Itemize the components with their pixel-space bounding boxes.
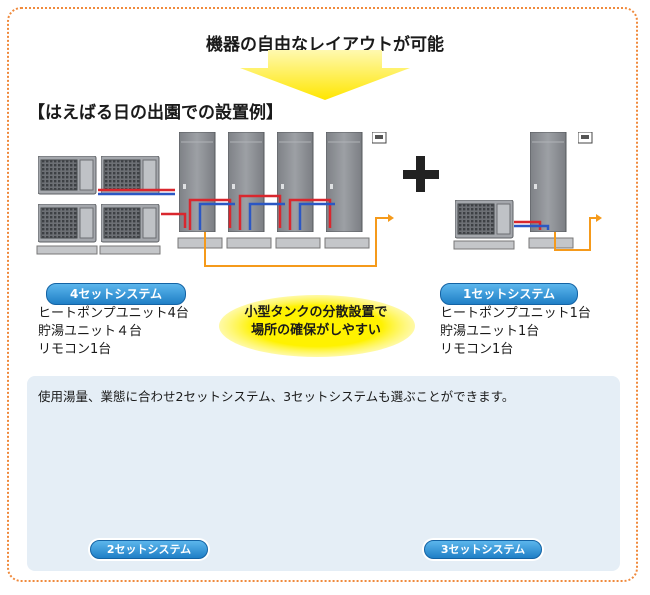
- lower-panel: [27, 376, 620, 571]
- dotted-frame: [7, 7, 638, 582]
- plus-icon: [403, 156, 439, 192]
- one-set-line: ヒートポンプユニット1台: [440, 306, 591, 321]
- page-title: 機器の自由なレイアウトが可能: [206, 35, 444, 55]
- callout-text: 小型タンクの分散設置で 場所の確保がしやすい: [226, 304, 406, 340]
- one-set-line: リモコン1台: [440, 342, 514, 357]
- badge-one-set: 1セットシステム: [440, 283, 578, 305]
- one-set-line: 貯湯ユニット1台: [440, 324, 540, 339]
- one-set-specs: ヒートポンプユニット1台 貯湯ユニット1台 リモコン1台: [440, 305, 591, 359]
- badge-two-set: 2セットシステム: [90, 540, 208, 559]
- four-set-line: 貯湯ユニット４台: [38, 324, 143, 339]
- badge-three-set: 3セットシステム: [424, 540, 542, 559]
- callout-line: 場所の確保がしやすい: [251, 323, 381, 338]
- four-set-line: リモコン1台: [38, 342, 112, 357]
- callout-line: 小型タンクの分散設置で: [244, 305, 388, 320]
- badge-four-set: 4セットシステム: [46, 283, 186, 305]
- callout-burst: [219, 295, 415, 357]
- four-set-line: ヒートポンプユニット4台: [38, 306, 189, 321]
- one-set-diagram: [453, 132, 602, 251]
- options-note: 使用湯量、業態に合わせ2セットシステム、3セットシステムも選ぶことができます。: [38, 389, 515, 404]
- example-title: 【はえばる日の出園での設置例】: [28, 103, 283, 123]
- four-set-diagram: [36, 132, 394, 267]
- down-arrow-icon: [240, 50, 410, 100]
- four-set-specs: ヒートポンプユニット4台 貯湯ユニット４台 リモコン1台: [38, 305, 189, 359]
